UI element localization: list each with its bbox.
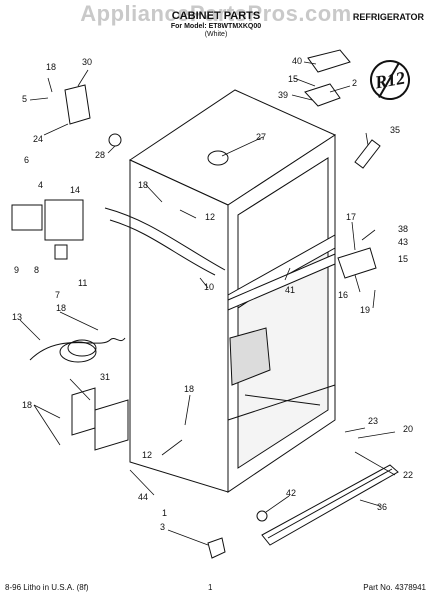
part-number: 20 <box>403 424 414 434</box>
compressor-start-box <box>44 199 84 241</box>
breaker-strip <box>227 253 336 311</box>
part-number: 6 <box>24 155 30 165</box>
leader-lines <box>19 61 396 546</box>
footer-print-note: 8-96 Litho in U.S.A. (8f) <box>5 583 89 592</box>
part-number: 38 <box>398 224 409 234</box>
part-number: 12 <box>205 212 216 222</box>
part-number: 16 <box>338 290 349 300</box>
part-number: 30 <box>82 57 93 67</box>
part-number: 35 <box>390 125 401 135</box>
top-hinge <box>304 83 341 107</box>
part-number: 18 <box>184 384 195 394</box>
part-number: 10 <box>204 282 215 292</box>
part-number: 44 <box>138 492 149 502</box>
center-hinge <box>337 247 377 279</box>
footer-page-number: 1 <box>208 583 213 592</box>
part-number: 24 <box>33 134 44 144</box>
part-number: 22 <box>403 470 414 480</box>
part-number: 18 <box>56 303 67 313</box>
watermark: AppliancePartsPros.com <box>80 1 352 26</box>
leveling-leg <box>207 537 226 559</box>
part-number: 15 <box>288 74 299 84</box>
part-number: 18 <box>22 400 33 410</box>
color-subtitle: (White) <box>204 31 228 38</box>
model-subtitle: For Model: ET8WTMXKQ00 <box>170 23 262 30</box>
harness-wires <box>104 207 226 271</box>
thermostat-bracket <box>64 84 91 125</box>
part-number: 5 <box>22 94 28 104</box>
footer-part-number: Part No. 4378941 <box>363 583 426 592</box>
part-number: 13 <box>12 312 23 322</box>
cabinet-shell <box>128 89 337 493</box>
part-number: 1 <box>162 508 168 518</box>
part-number: 40 <box>292 56 303 66</box>
part-number: 39 <box>278 90 289 100</box>
part-number: 2 <box>352 78 358 88</box>
part-number: 36 <box>377 502 388 512</box>
door-stop <box>354 139 381 169</box>
part-number: 18 <box>138 180 149 190</box>
part-number: 18 <box>46 62 57 72</box>
part-number: 23 <box>368 416 379 426</box>
part-number: 43 <box>398 237 409 247</box>
appliance-type-label: REFRIGERATOR <box>352 12 424 22</box>
drain-cover <box>94 399 129 451</box>
part-number: 11 <box>78 278 88 288</box>
part-number: 42 <box>286 488 297 498</box>
part-number: 4 <box>38 180 44 190</box>
power-cord <box>29 337 126 361</box>
part-number: 8 <box>34 265 40 275</box>
part-number: 27 <box>256 132 267 142</box>
part-number: 12 <box>142 450 153 460</box>
diagram-title: CABINET PARTS <box>171 10 261 22</box>
part-number: 31 <box>100 372 111 382</box>
side-bracket <box>71 387 96 436</box>
part-number: 41 <box>285 285 296 295</box>
part-number: 3 <box>160 522 166 532</box>
part-number: 28 <box>95 150 106 160</box>
part-number: 9 <box>14 265 20 275</box>
relay-box <box>11 204 43 231</box>
part-number: 14 <box>70 185 81 195</box>
part-number: 19 <box>360 305 371 315</box>
part-number: 17 <box>346 212 357 222</box>
hinge-cover <box>307 49 351 73</box>
part-number: 15 <box>398 254 409 264</box>
part-number: 7 <box>55 290 61 300</box>
